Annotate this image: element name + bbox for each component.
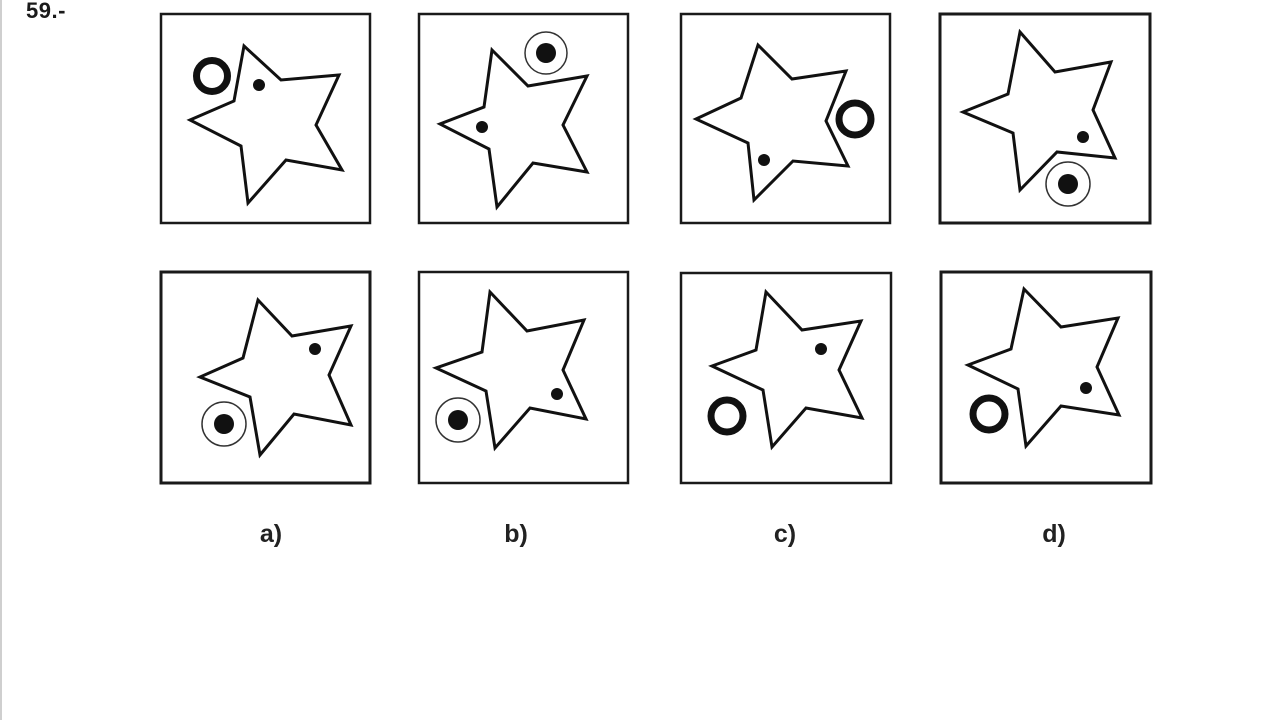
star-dot <box>1080 382 1092 394</box>
star-dot <box>476 121 488 133</box>
option-label-c[interactable]: c) <box>773 520 797 548</box>
panel-frame <box>939 270 1153 485</box>
star-dot <box>1077 131 1089 143</box>
panel-frame <box>417 270 630 485</box>
star-shape <box>196 296 354 459</box>
star-dot <box>758 154 770 166</box>
ring-with-dot <box>201 401 247 447</box>
option-label-b[interactable]: b) <box>504 520 528 548</box>
answer-option-a[interactable] <box>159 270 372 485</box>
bold-ring <box>707 396 747 436</box>
star-dot <box>309 343 321 355</box>
star-shape <box>964 285 1122 450</box>
answer-option-b[interactable] <box>417 270 630 485</box>
answer-option-d[interactable] <box>939 270 1153 485</box>
bold-ring <box>969 394 1009 434</box>
star-shape <box>431 288 589 452</box>
panel-frame <box>679 271 893 485</box>
star-shape <box>436 46 590 211</box>
sequence-panel-1 <box>159 12 372 225</box>
sequence-panel-2 <box>417 12 630 225</box>
question-number: 59.- <box>26 0 66 23</box>
star-shape <box>692 42 851 204</box>
panel-frame <box>679 12 892 225</box>
option-label-a[interactable]: a) <box>259 520 283 548</box>
star-dot <box>551 388 563 400</box>
sequence-panel-4 <box>938 12 1152 225</box>
option-label-d[interactable]: d) <box>1042 520 1066 548</box>
star-shape <box>708 288 865 451</box>
star-shape <box>959 28 1118 194</box>
panel-frame <box>417 12 630 225</box>
ring-with-dot <box>1045 161 1091 207</box>
star-dot <box>815 343 827 355</box>
panel-frame <box>159 12 372 225</box>
sequence-panel-3 <box>679 12 892 225</box>
panel-frame <box>938 12 1152 225</box>
bold-ring <box>835 99 875 139</box>
page-edge <box>0 0 2 720</box>
bold-ring <box>193 57 231 95</box>
ring-with-dot <box>435 397 481 443</box>
answer-option-c[interactable] <box>679 271 893 485</box>
star-dot <box>253 79 265 91</box>
ring-with-dot <box>524 31 568 75</box>
star-shape <box>186 43 345 207</box>
panel-frame <box>159 270 372 485</box>
